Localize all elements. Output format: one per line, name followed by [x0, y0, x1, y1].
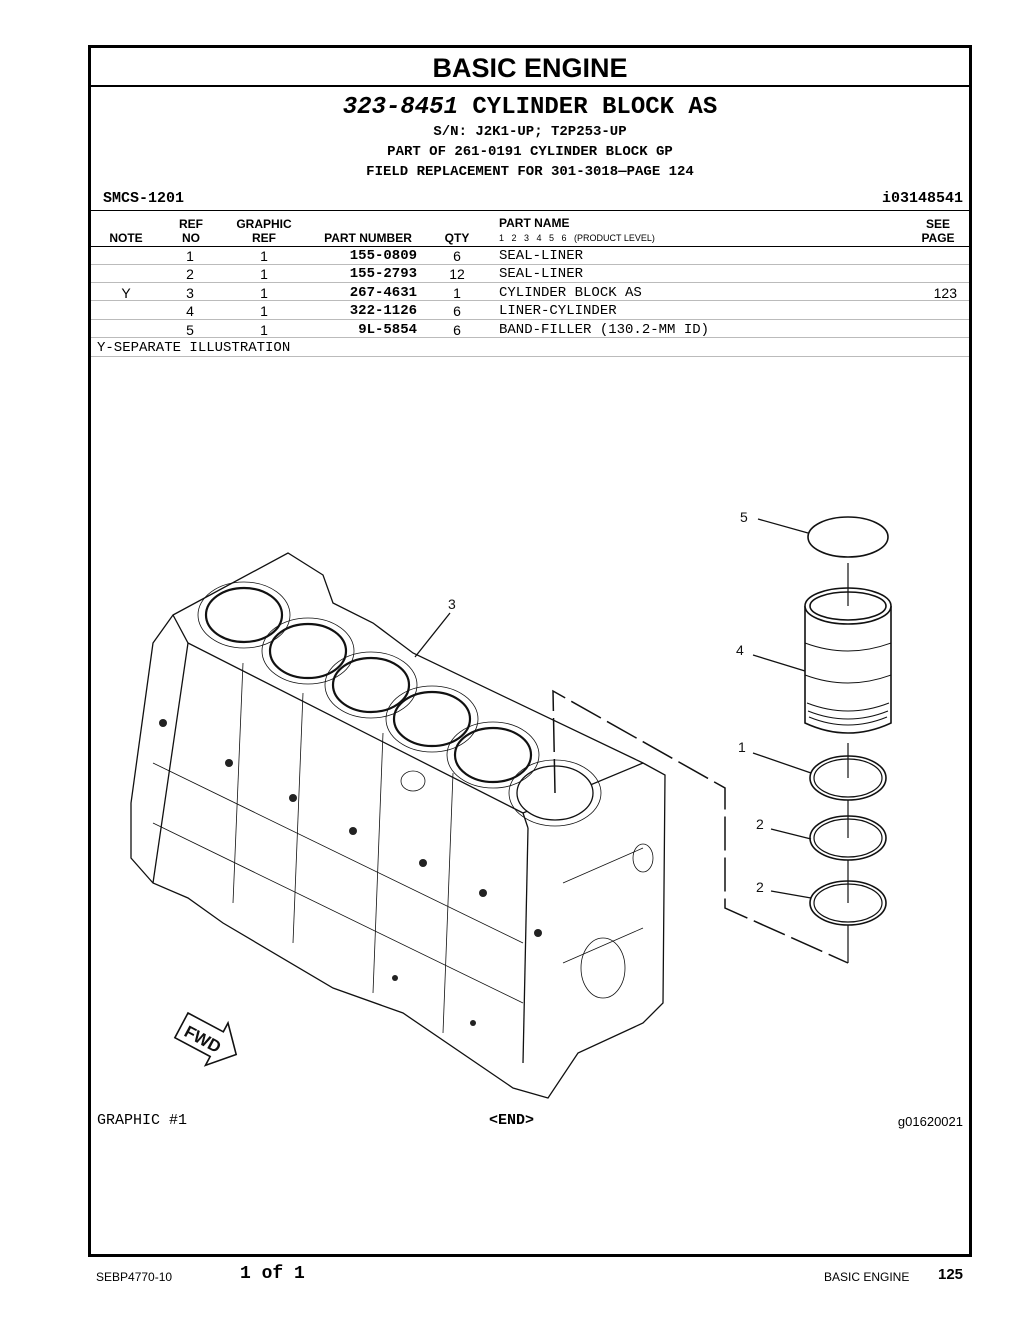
- footer-page-number: 125: [938, 1266, 964, 1283]
- col-see-bottom: PAGE: [921, 231, 955, 245]
- assembly-part-name: CYLINDER BLOCK AS: [472, 94, 718, 121]
- row-part-name: CYLINDER BLOCK AS: [499, 285, 642, 301]
- row-part-number: 155-0809: [349, 248, 417, 264]
- graphic-id: g01620021: [897, 1114, 963, 1129]
- row-part-name: SEAL-LINER: [499, 266, 584, 282]
- fwd-arrow-icon: FWD: [173, 1011, 238, 1067]
- note-divider: [91, 356, 969, 357]
- table-row: 5 1 9L-5854 6 BAND-FILLER (130.2-MM ID): [91, 322, 969, 340]
- callout-2b: 2: [756, 879, 764, 895]
- callout-5: 5: [740, 509, 748, 525]
- row-divider: [91, 282, 969, 283]
- row-graphic-ref: 1: [260, 285, 268, 301]
- col-product-levels: 1 2 3 4 5 6 (PRODUCT LEVEL): [499, 233, 655, 243]
- footer-page-of: 1 of 1: [240, 1264, 305, 1284]
- row-part-name: BAND-FILLER (130.2-MM ID): [499, 322, 710, 338]
- col-graphic-bottom: REF: [252, 231, 276, 245]
- field-replacement-line: FIELD REPLACEMENT FOR 301-3018—PAGE 124: [366, 164, 694, 180]
- col-part-name: PART NAME: [499, 216, 570, 230]
- row-ref: 4: [186, 303, 194, 319]
- row-qty: 1: [453, 285, 461, 301]
- callout-4: 4: [736, 642, 744, 658]
- section-title: BASIC ENGINE: [91, 48, 969, 87]
- table-row: 2 1 155-2793 12 SEAL-LINER: [91, 266, 969, 284]
- row-part-number: 155-2793: [349, 266, 417, 282]
- row-qty: 6: [453, 322, 461, 338]
- row-divider: [91, 300, 969, 301]
- col-ref-top: REF: [179, 217, 203, 231]
- row-divider: [91, 264, 969, 265]
- row-graphic-ref: 1: [260, 248, 268, 264]
- row-graphic-ref: 1: [260, 322, 268, 338]
- table-row: 4 1 322-1126 6 LINER-CYLINDER: [91, 303, 969, 321]
- row-qty: 12: [449, 266, 465, 282]
- table-top-rule: [91, 210, 969, 211]
- row-see-page: 123: [933, 285, 957, 301]
- row-graphic-ref: 1: [260, 303, 268, 319]
- footer-section: BASIC ENGINE: [824, 1270, 910, 1284]
- col-graphic-top: GRAPHIC: [236, 217, 292, 231]
- row-ref: 5: [186, 322, 194, 338]
- row-ref: 2: [186, 266, 194, 282]
- callout-2a: 2: [756, 816, 764, 832]
- separate-illustration-note: Y-SEPARATE ILLUSTRATION: [97, 340, 291, 356]
- row-ref: 3: [186, 285, 194, 301]
- row-part-name: SEAL-LINER: [499, 248, 584, 264]
- row-part-number: 322-1126: [349, 303, 417, 319]
- band-filler-ring: [807, 516, 889, 558]
- callout-3: 3: [448, 596, 456, 612]
- row-divider: [91, 319, 969, 320]
- serial-range: S/N: J2K1-UP; T2P253-UP: [433, 124, 627, 140]
- document-id: i03148541: [881, 190, 963, 207]
- col-ref-bottom: NO: [182, 231, 200, 245]
- end-marker: <END>: [489, 1112, 535, 1129]
- part-of-line: PART OF 261-0191 CYLINDER BLOCK GP: [387, 144, 673, 160]
- table-row: 1 1 155-0809 6 SEAL-LINER: [91, 248, 969, 266]
- col-note: NOTE: [109, 231, 143, 245]
- assembly-heading: 323-8451 CYLINDER BLOCK AS: [91, 94, 969, 121]
- page-frame: BASIC ENGINE 323-8451 CYLINDER BLOCK AS …: [88, 45, 972, 1257]
- graphic-label: GRAPHIC #1: [97, 1112, 188, 1129]
- smcs-code: SMCS-1201: [103, 190, 185, 207]
- exploded-illustration: 5 3 4 1 2 2 FWD: [130, 509, 892, 1099]
- assembly-part-number: 323-8451: [342, 94, 458, 121]
- alignment-line: [552, 689, 849, 964]
- row-note: Y: [121, 285, 131, 301]
- row-qty: 6: [453, 248, 461, 264]
- row-graphic-ref: 1: [260, 266, 268, 282]
- table-row: Y 3 1 267-4631 1 CYLINDER BLOCK AS 123: [91, 285, 969, 303]
- col-qty: QTY: [444, 231, 470, 245]
- row-part-number: 267-4631: [349, 285, 417, 301]
- callout-1: 1: [738, 739, 746, 755]
- footer-doc-number: SEBP4770-10: [96, 1270, 173, 1284]
- header-bottom-rule: [91, 246, 969, 247]
- row-divider: [91, 337, 969, 338]
- cylinder-liner: [804, 606, 892, 734]
- row-ref: 1: [186, 248, 194, 264]
- row-part-number: 9L-5854: [358, 322, 417, 338]
- col-see-top: SEE: [925, 217, 950, 231]
- row-qty: 6: [453, 303, 461, 319]
- row-part-name: LINER-CYLINDER: [499, 303, 617, 319]
- col-part-number: PART NUMBER: [324, 231, 412, 245]
- cylinder-block-drawing: [130, 552, 666, 1099]
